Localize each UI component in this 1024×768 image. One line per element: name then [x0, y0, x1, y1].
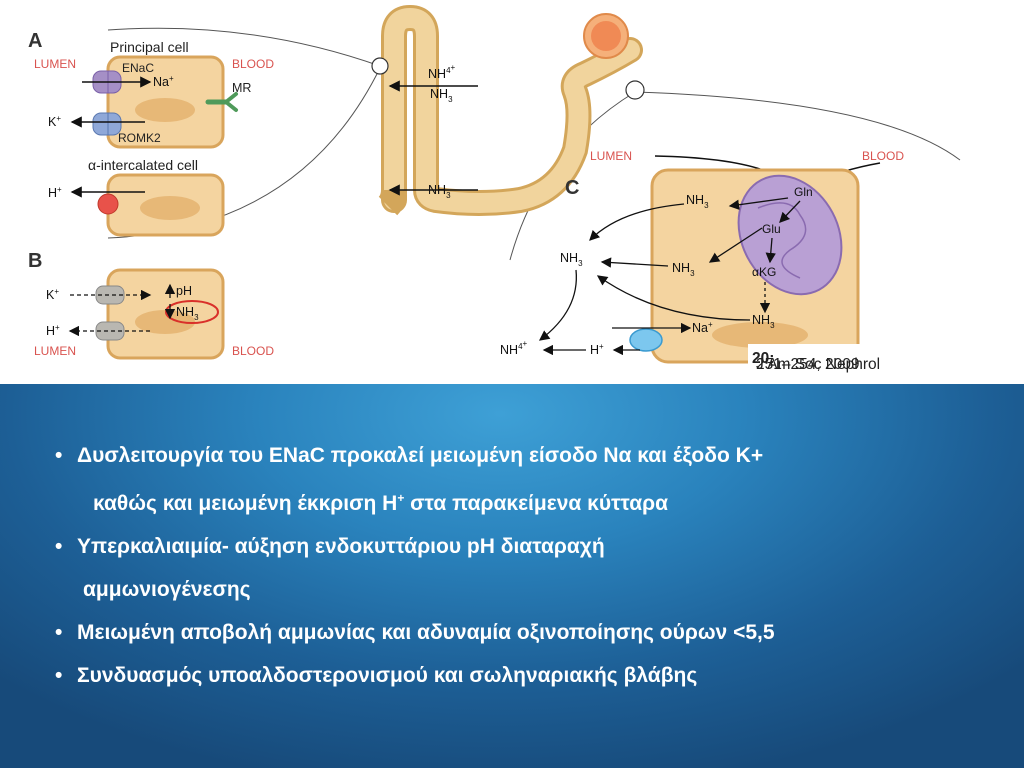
- bullet-continuation: καθώς και μειωμένη έκκριση Η+ στα παρακε…: [93, 491, 669, 515]
- svg-text:Na+: Na+: [692, 320, 713, 335]
- svg-text:Glu: Glu: [762, 222, 781, 236]
- svg-text:Gln: Gln: [794, 185, 813, 199]
- zoom-line: [107, 27, 381, 67]
- zoom-circle: [371, 57, 389, 75]
- svg-text:NH4+: NH4+: [428, 63, 456, 81]
- bullet-list: •Δυσλειτουργία του ENaC προκαλεί μειωμέν…: [55, 434, 775, 697]
- svg-text:H+: H+: [48, 185, 62, 200]
- enac-label: ENaC: [122, 61, 154, 75]
- svg-text:LUMEN: LUMEN: [590, 149, 632, 163]
- bullet-item: •Δυσλειτουργία του ENaC προκαλεί μειωμέν…: [55, 444, 764, 467]
- svg-text:NH3: NH3: [560, 251, 583, 268]
- svg-text:NH3: NH3: [176, 305, 199, 322]
- mitochondrion-icon: [737, 174, 843, 296]
- mr-label: MR: [232, 81, 251, 95]
- figure-svg: NH4+ NH3 NH3 A Principal cell LUMEN BLOO…: [28, 4, 961, 364]
- svg-text:K+: K+: [48, 114, 61, 129]
- svg-text:H+: H+: [46, 323, 60, 338]
- svg-text:αKG: αKG: [752, 265, 776, 279]
- proton-pump: [97, 193, 119, 215]
- panel-c-label: C: [565, 177, 579, 199]
- svg-text:H+: H+: [590, 342, 604, 357]
- svg-text:BLOOD: BLOOD: [862, 149, 904, 163]
- bullet-item: •Υπερκαλιαιμία- αύξηση ενδοκυττάριου pH …: [55, 535, 605, 558]
- svg-text:pH: pH: [176, 284, 192, 298]
- svg-text:NH3: NH3: [428, 183, 451, 200]
- panel-a-label: A: [28, 30, 42, 52]
- bullet-item: •Συνδυασμός υποαλδοστερονισμού και σωλην…: [55, 664, 698, 687]
- tubule: [371, 4, 645, 216]
- romk2-channel: [92, 112, 122, 136]
- svg-text:NH4+: NH4+: [500, 339, 528, 357]
- svg-text:LUMEN: LUMEN: [34, 344, 76, 358]
- svg-text:NH3: NH3: [752, 313, 775, 330]
- bullet-continuation: αμμωνιογένεσης: [83, 578, 251, 601]
- bullet-item: •Μειωμένη αποβολή αμμωνίας και αδυναμία …: [55, 621, 775, 644]
- svg-text:K+: K+: [46, 287, 59, 302]
- blood-label: BLOOD: [232, 57, 274, 71]
- text-panel: •Δυσλειτουργία του ENaC προκαλεί μειωμέν…: [0, 384, 1024, 768]
- svg-text:NH3: NH3: [672, 261, 695, 278]
- panel-b-label: B: [28, 250, 42, 272]
- zoom-circle: [625, 80, 645, 100]
- romk2-label: ROMK2: [118, 131, 161, 145]
- svg-text:Na+: Na+: [153, 74, 174, 89]
- nephron-figure: NH4+ NH3 NH3 A Principal cell LUMEN BLOO…: [0, 0, 1024, 384]
- svg-text:NH3: NH3: [430, 87, 453, 104]
- svg-text:NH3: NH3: [686, 193, 709, 210]
- glomerulus-icon: [591, 21, 621, 51]
- lumen-label: LUMEN: [34, 57, 76, 71]
- zoom-line: [634, 91, 961, 161]
- principal-cell-title: Principal cell: [110, 39, 189, 55]
- mr-receptor-icon: [205, 92, 238, 112]
- intercalated-cell-title: α-intercalated cell: [88, 157, 198, 173]
- svg-text:BLOOD: BLOOD: [232, 344, 274, 358]
- citation: J Am Soc Nephrol 20: 251–254, 2009: [748, 344, 1024, 380]
- exchanger-channel: [629, 328, 663, 352]
